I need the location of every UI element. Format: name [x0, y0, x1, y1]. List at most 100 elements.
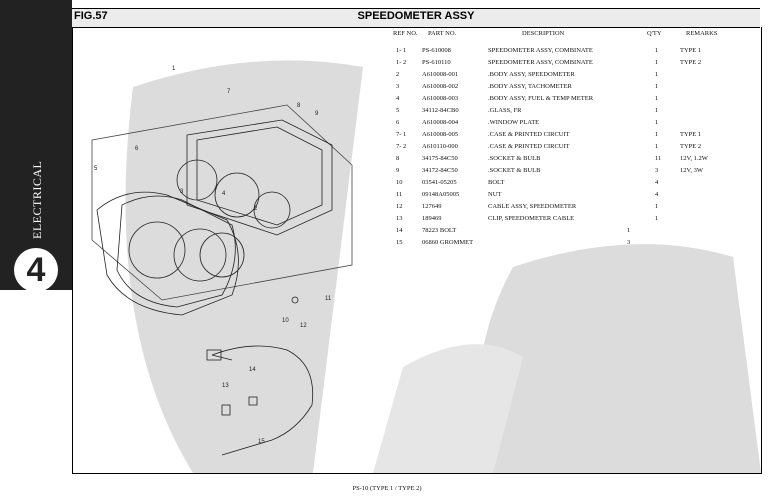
page-header: FIG.57 SPEEDOMETER ASSY [72, 8, 760, 28]
row-desc: .CASE & PRINTED CIRCUIT [488, 143, 570, 150]
table-row: 4 A610008-003 .BODY ASSY, FUEL & TEMP METE… [0, 95, 774, 107]
table-row: 1- 2 PS-610110 SPEEDOMETER ASSY, COMBINATE… [0, 59, 774, 71]
row-part: 03541-05205 [422, 179, 457, 186]
row-qty: 1 [655, 59, 659, 66]
callout-13: 13 [222, 383, 229, 389]
row-part: PS-610110 [422, 59, 451, 66]
row-ref: 15 [396, 239, 403, 246]
row-desc: BOLT [488, 179, 505, 186]
background-watermark [125, 60, 761, 473]
row-qty: 3 [655, 167, 659, 174]
row-desc: SPEEDOMETER ASSY, COMBINATE [488, 59, 593, 66]
row-desc: .SOCKET & BULB [488, 155, 541, 162]
row-desc: .WINDOW PLATE [488, 119, 540, 126]
col-ref-header: REF NO. [393, 30, 418, 37]
row-ref: 14 [396, 227, 403, 234]
row-ref: 1- 2 [396, 59, 407, 66]
row-text: 06860 GROMMET [422, 239, 474, 246]
row-desc: SPEEDOMETER ASSY, COMBINATE [488, 47, 593, 54]
callout-2: 2 [254, 206, 258, 212]
table-row: 15 06860 GROMMET 3 [0, 239, 774, 251]
page-footer: PS-10 (TYPE 1 / TYPE 2) [352, 485, 422, 492]
row-part: A610008-002 [422, 83, 459, 90]
row-part: A610008-001 [422, 71, 459, 78]
callout-8: 8 [297, 103, 301, 109]
row-ref: 6 [396, 119, 400, 126]
col-qty-header: Q'TY [647, 30, 662, 37]
section-tab: ELECTRICAL 4 [0, 0, 72, 292]
row-part: 34112-84CB0 [422, 107, 459, 114]
row-qty: 1 [655, 83, 659, 90]
row-text: 78223 BOLT [422, 227, 457, 234]
col-remarks-header: REMARKS [686, 30, 718, 37]
row-remarks: TYPE 2 [680, 143, 702, 150]
row-ref: 5 [396, 107, 400, 114]
row-qty: 1 [655, 215, 659, 222]
row-part: PS-610008 [422, 47, 451, 54]
row-desc: CLIP, SPEEDOMETER CABLE [488, 215, 575, 222]
row-qty: 1 [655, 107, 659, 114]
row-qty: 1 [655, 71, 659, 78]
col-part-header: PART NO. [428, 30, 457, 37]
row-remarks: TYPE 1 [680, 47, 702, 54]
row-ref: 4 [396, 95, 400, 102]
row-qty: 1 [655, 131, 659, 138]
row-part: 127649 [422, 203, 442, 210]
table-row: 7- 1 A610008-005 .CASE & PRINTED CIRCUIT 1 T… [0, 131, 774, 143]
callout-1: 1 [172, 66, 176, 72]
col-desc-header: DESCRIPTION [522, 30, 565, 37]
row-ref: 13 [396, 215, 403, 222]
content-frame [72, 27, 762, 474]
row-part: A610008-004 [422, 119, 459, 126]
row-remarks: TYPE 1 [680, 131, 702, 138]
row-ref: 3 [396, 83, 400, 90]
row-desc: CABLE ASSY, SPEEDOMETER [488, 203, 577, 210]
row-remarks: 12V, 1.2W [680, 155, 708, 162]
callout-10: 10 [282, 318, 289, 324]
row-qty: 1 [655, 119, 659, 126]
page-title: SPEEDOMETER ASSY [357, 10, 475, 22]
row-qty: 4 [655, 191, 659, 198]
row-ref: 7- 1 [396, 131, 407, 138]
row-part: A610008-005 [422, 131, 459, 138]
row-ref: 10 [396, 179, 403, 186]
row-desc: .GLASS, FR [488, 107, 522, 114]
figure-number: FIG.57 [74, 10, 108, 22]
row-qty: 1 [655, 203, 659, 210]
row-part: 09148A05005 [422, 191, 460, 198]
row-remarks: TYPE 2 [680, 59, 702, 66]
table-row: 6 A610008-004 .WINDOW PLATE 1 [0, 119, 774, 131]
table-row: 11 09148A05005 NUT 4 [0, 191, 774, 203]
row-desc: .BODY ASSY, SPEEDOMETER [488, 71, 575, 78]
table-row: 3 A610008-002 .BODY ASSY, TACHOMETER 1 [0, 83, 774, 95]
row-part: 34175-84C50 [422, 155, 458, 162]
row-qty: 1 [655, 143, 659, 150]
row-desc: .CASE & PRINTED CIRCUIT [488, 131, 570, 138]
row-desc: NUT [488, 191, 502, 198]
row-desc: .BODY ASSY, FUEL & TEMP METER [488, 95, 594, 102]
callout-4: 4 [222, 191, 226, 197]
row-desc: .SOCKET & BULB [488, 167, 541, 174]
callout-11: 11 [325, 296, 332, 302]
row-desc: .BODY ASSY, TACHOMETER [488, 83, 572, 90]
callout-5: 5 [94, 166, 98, 172]
callout-3: 3 [180, 189, 184, 195]
row-qty: 1 [655, 47, 659, 54]
callout-15: 15 [258, 439, 265, 445]
table-row: 14 78223 BOLT 1 [0, 227, 774, 239]
table-row: 5 34112-84CB0 .GLASS, FR 1 [0, 107, 774, 119]
row-ref: 12 [396, 203, 403, 210]
table-row: 12 127649 CABLE ASSY, SPEEDOMETER 1 [0, 203, 774, 215]
section-number: 4 [14, 248, 58, 292]
callout-9: 9 [315, 111, 319, 117]
exploded-diagram: 1 7 8 9 6 5 3 4 2 11 10 12 13 14 15 [91, 66, 353, 456]
row-qty: 3 [627, 239, 631, 246]
row-part: A610008-003 [422, 95, 459, 102]
row-qty: 1 [627, 227, 631, 234]
row-ref: 11 [396, 191, 403, 198]
